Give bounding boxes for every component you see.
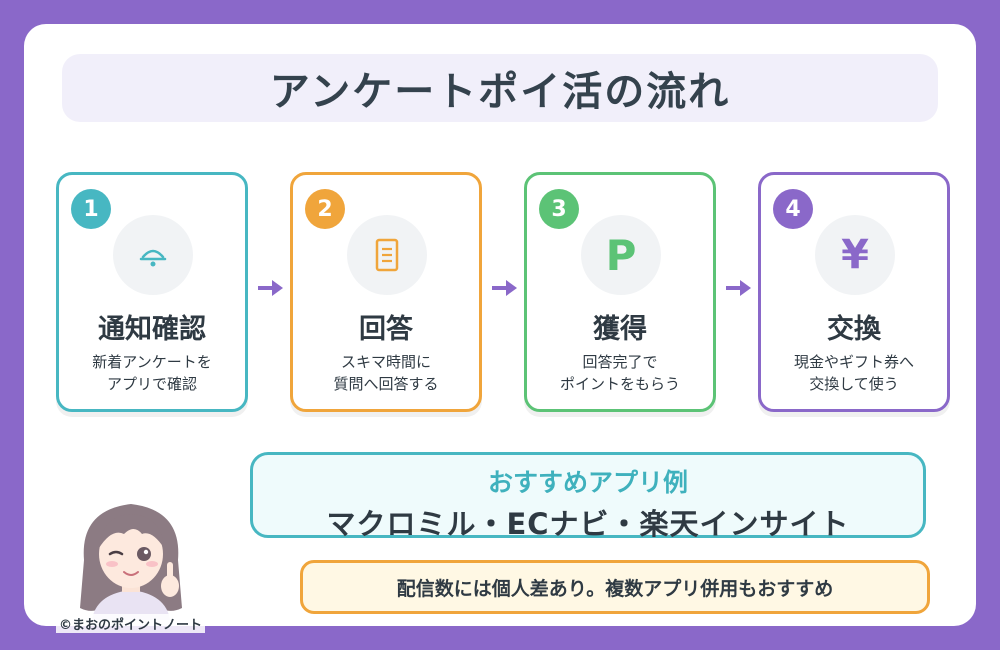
step-description-line: スキマ時間に <box>340 353 431 371</box>
recommended-apps-list: マクロミル・ECナビ・楽天インサイト <box>326 507 850 541</box>
step-number-badge: 3 <box>539 189 579 229</box>
recommended-apps-title: おすすめアプリ例 <box>487 468 688 497</box>
main-card: アンケートポイ活の流れ 1 通知確認 新着アンケートを アプリで確認 2 <box>24 24 976 633</box>
step-number-badge: 1 <box>71 189 111 229</box>
step-description: 回答完了で ポイントをもらう <box>535 351 705 395</box>
step-description-line: 新着アンケートを <box>92 353 212 371</box>
step-card-4: 4 ¥ 交換 現金やギフト券へ 交換して使う <box>758 172 950 412</box>
yen-icon: ¥ <box>815 215 895 295</box>
step-description-line: ポイントをもらう <box>559 375 680 393</box>
step-number-badge: 4 <box>773 189 813 229</box>
bell-icon <box>113 215 193 295</box>
step-title: 通知確認 <box>98 314 206 345</box>
step-description: スキマ時間に 質問へ回答する <box>301 351 471 395</box>
point-p-icon: P <box>581 215 661 295</box>
arrow-right-icon <box>258 280 283 296</box>
step-description: 新着アンケートを アプリで確認 <box>67 351 237 395</box>
copyright-credit: ©まおのポイントノート <box>56 614 206 633</box>
step-card-3: 3 P 獲得 回答完了で ポイントをもらう <box>524 172 716 412</box>
step-title: 交換 <box>827 314 881 345</box>
step-description-line: 回答完了で <box>582 353 658 371</box>
avatar <box>80 504 182 620</box>
title-bar: アンケートポイ活の流れ <box>62 54 938 122</box>
step-number-badge: 2 <box>305 189 345 229</box>
arrow-right-icon <box>492 280 517 296</box>
step-title: 獲得 <box>593 314 647 345</box>
note-box: 配信数には個人差あり。複数アプリ併用もおすすめ <box>300 560 930 614</box>
page-title: アンケートポイ活の流れ <box>269 69 731 115</box>
recommended-apps-box: おすすめアプリ例 マクロミル・ECナビ・楽天インサイト <box>250 452 926 541</box>
point-p-glyph: P <box>605 230 637 280</box>
step-title: 回答 <box>359 314 413 345</box>
step-description-line: 交換して使う <box>809 375 899 393</box>
step-description-line: アプリで確認 <box>106 375 197 393</box>
step-description: 現金やギフト券へ 交換して使う <box>769 351 939 395</box>
step-card-1: 1 通知確認 新着アンケートを アプリで確認 <box>56 172 248 412</box>
document-icon <box>347 215 427 295</box>
yen-glyph: ¥ <box>841 232 869 278</box>
step-description-line: 質問へ回答する <box>333 375 439 393</box>
step-description-line: 現金やギフト券へ <box>793 353 914 371</box>
step-card-2: 2 回答 スキマ時間に 質問へ回答する <box>290 172 482 412</box>
arrow-right-icon <box>726 280 751 296</box>
